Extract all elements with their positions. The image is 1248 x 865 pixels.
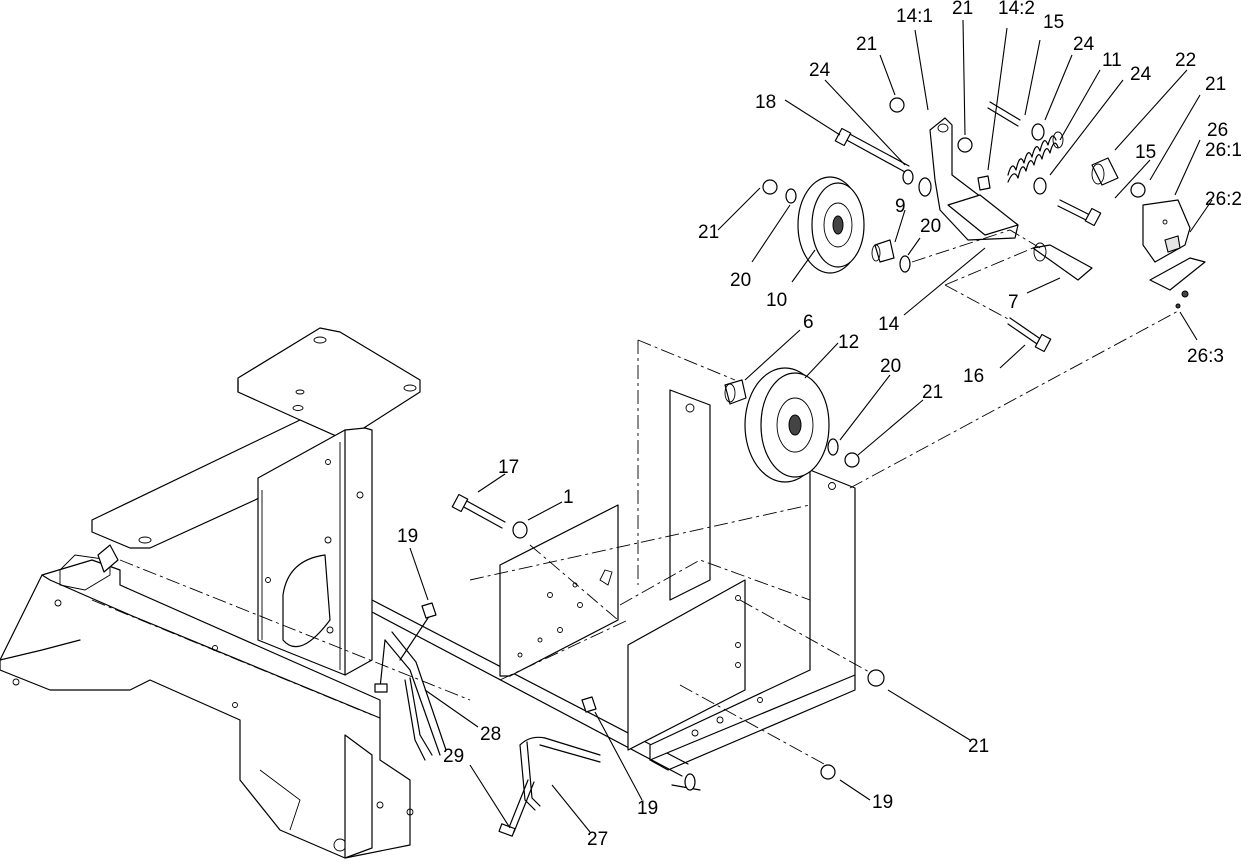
bolt-17 bbox=[451, 493, 528, 539]
callout-12: 12 bbox=[838, 332, 859, 353]
callout-labels: 21 14:1 21 14:2 15 24 24 11 24 22 21 18 … bbox=[397, 0, 1242, 850]
callout-1: 1 bbox=[563, 487, 574, 508]
callout-11: 11 bbox=[1102, 50, 1122, 71]
callout-20: 20 bbox=[730, 270, 751, 291]
callout-26: 26 bbox=[1207, 120, 1228, 141]
leader-lines bbox=[409, 19, 1213, 833]
callout-19: 19 bbox=[872, 792, 893, 813]
callout-19: 19 bbox=[637, 798, 658, 819]
callout-14-1: 14:1 bbox=[896, 6, 933, 27]
callout-15: 15 bbox=[1043, 12, 1064, 33]
callout-22: 22 bbox=[1175, 50, 1196, 71]
callout-14: 14 bbox=[878, 314, 900, 335]
callout-15: 15 bbox=[1135, 142, 1156, 163]
mounting-plate bbox=[499, 504, 619, 677]
callout-26-2: 26:2 bbox=[1205, 189, 1242, 210]
callout-29: 29 bbox=[443, 746, 464, 767]
callout-9: 9 bbox=[895, 196, 906, 217]
callout-16: 16 bbox=[963, 366, 984, 387]
main-frame bbox=[0, 327, 689, 859]
callout-26-1: 26:1 bbox=[1205, 140, 1242, 161]
callout-19: 19 bbox=[397, 526, 418, 547]
callout-27: 27 bbox=[587, 829, 608, 850]
callout-24: 24 bbox=[1130, 64, 1152, 85]
callout-21: 21 bbox=[698, 222, 719, 243]
callout-21: 21 bbox=[952, 0, 973, 19]
sensor-bracket bbox=[1130, 182, 1206, 309]
callout-10: 10 bbox=[766, 290, 787, 311]
callout-6: 6 bbox=[803, 312, 814, 333]
callout-14-2: 14:2 bbox=[998, 0, 1035, 19]
handle-levers bbox=[374, 602, 885, 837]
callout-26-3: 26:3 bbox=[1187, 346, 1224, 367]
channel-bracket bbox=[469, 309, 1181, 771]
callout-24: 24 bbox=[809, 60, 831, 81]
callout-21: 21 bbox=[856, 34, 877, 55]
idler-assembly bbox=[762, 97, 1119, 353]
callout-21: 21 bbox=[968, 736, 989, 757]
callout-20: 20 bbox=[920, 216, 941, 237]
callout-21: 21 bbox=[1205, 74, 1226, 95]
callout-28: 28 bbox=[480, 724, 501, 745]
callout-18: 18 bbox=[755, 92, 776, 113]
callout-24: 24 bbox=[1073, 34, 1095, 55]
callout-17: 17 bbox=[498, 457, 519, 478]
callout-21: 21 bbox=[922, 382, 943, 403]
callout-20: 20 bbox=[880, 356, 901, 377]
callout-7: 7 bbox=[1008, 292, 1019, 313]
lower-idler bbox=[724, 367, 860, 483]
